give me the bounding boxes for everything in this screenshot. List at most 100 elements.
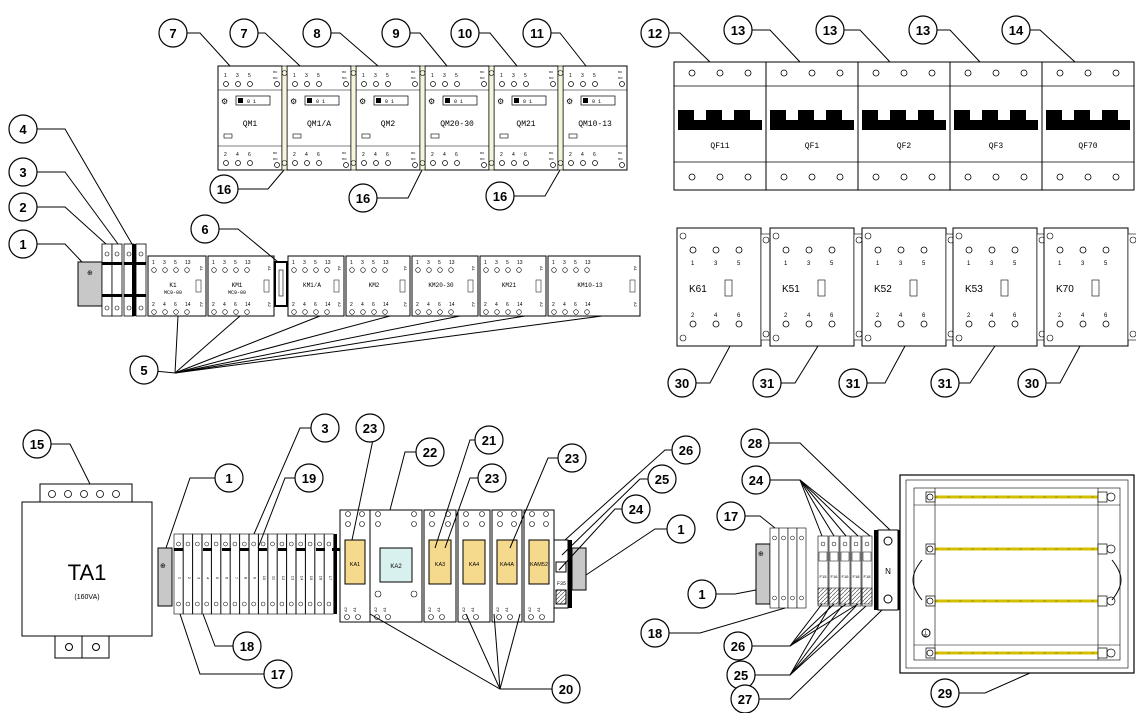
svg-text:0 1: 0 1 — [316, 99, 325, 105]
svg-text:31: 31 — [760, 376, 774, 391]
svg-text:nc: nc — [273, 69, 277, 74]
svg-text:31: 31 — [846, 376, 860, 391]
svg-text:7: 7 — [234, 577, 239, 580]
svg-text:6: 6 — [830, 313, 834, 319]
svg-text:6: 6 — [1104, 313, 1108, 319]
svg-text:29: 29 — [938, 686, 952, 701]
end-clamp-left — [77, 261, 103, 307]
svg-text:⏚: ⏚ — [922, 630, 929, 638]
svg-text:A1: A1 — [267, 266, 272, 272]
callout-31: 31 — [930, 368, 960, 398]
svg-text:5: 5 — [314, 260, 317, 266]
svg-text:A1: A1 — [470, 606, 475, 612]
svg-text:25: 25 — [655, 472, 669, 487]
callout-16: 16 — [209, 174, 239, 204]
svg-text:2: 2 — [500, 152, 503, 158]
callout-26: 26 — [671, 435, 701, 465]
svg-text:1: 1 — [500, 73, 503, 79]
svg-text:15: 15 — [30, 437, 44, 452]
svg-text:1: 1 — [552, 260, 555, 266]
svg-text:14: 14 — [585, 302, 591, 308]
svg-text:6: 6 — [314, 302, 317, 308]
callout-16: 16 — [348, 183, 378, 213]
svg-text:KA3: KA3 — [435, 562, 445, 568]
svg-text:4: 4 — [495, 302, 498, 308]
svg-text:no: no — [618, 75, 623, 80]
svg-text:2: 2 — [784, 313, 788, 319]
svg-text:5: 5 — [174, 260, 177, 266]
svg-text:no: no — [480, 75, 485, 80]
svg-text:14: 14 — [383, 302, 389, 308]
callout-2: 2 — [8, 192, 38, 222]
svg-text:11: 11 — [272, 576, 277, 581]
svg-text:6: 6 — [386, 152, 389, 158]
svg-text:1: 1 — [350, 260, 353, 266]
callout-1: 1 — [666, 514, 696, 544]
svg-text:6: 6 — [506, 302, 509, 308]
callout-3: 3 — [8, 157, 38, 187]
svg-text:2: 2 — [19, 200, 26, 215]
svg-text:4: 4 — [443, 152, 446, 158]
svg-text:no: no — [411, 156, 416, 161]
svg-text:KAM52: KAM52 — [530, 562, 548, 568]
callout-25: 25 — [726, 660, 756, 690]
svg-text:4: 4 — [714, 313, 718, 319]
callout-23: 23 — [557, 443, 587, 473]
callout-1: 1 — [687, 579, 717, 609]
svg-text:7: 7 — [169, 26, 176, 41]
svg-text:4: 4 — [990, 313, 994, 319]
svg-text:A2: A2 — [373, 606, 378, 612]
svg-text:5: 5 — [593, 73, 596, 79]
svg-text:QF2: QF2 — [897, 142, 912, 151]
svg-text:A1: A1 — [539, 266, 544, 272]
svg-text:3: 3 — [990, 261, 994, 267]
svg-text:3: 3 — [223, 260, 226, 266]
svg-text:9: 9 — [392, 26, 399, 41]
svg-text:A1: A1 — [352, 606, 357, 612]
svg-text:4: 4 — [1081, 313, 1085, 319]
svg-text:2: 2 — [212, 302, 215, 308]
svg-text:A2: A2 — [495, 606, 500, 612]
svg-text:2: 2 — [691, 313, 695, 319]
end-clamp-right — [571, 547, 587, 591]
qf-breaker: QF1 — [765, 61, 859, 191]
svg-text:5: 5 — [140, 363, 147, 378]
svg-text:2: 2 — [569, 152, 572, 158]
svg-text:6: 6 — [317, 152, 320, 158]
svg-text:3: 3 — [495, 260, 498, 266]
svg-text:QM2: QM2 — [381, 120, 396, 129]
svg-text:6: 6 — [524, 152, 527, 158]
svg-text:A1: A1 — [382, 606, 387, 612]
svg-text:13: 13 — [383, 260, 389, 266]
svg-text:A2: A2 — [539, 302, 544, 308]
svg-text:QM1/A: QM1/A — [307, 120, 331, 129]
svg-text:K70: K70 — [1056, 284, 1074, 295]
svg-text:24: 24 — [629, 502, 644, 517]
svg-text:2: 2 — [224, 152, 227, 158]
svg-text:0 1: 0 1 — [523, 99, 532, 105]
svg-text:16: 16 — [217, 182, 231, 197]
svg-text:nc: nc — [273, 150, 277, 155]
svg-text:10: 10 — [458, 26, 472, 41]
svg-text:QM1: QM1 — [243, 120, 258, 129]
svg-text:3: 3 — [361, 260, 364, 266]
svg-text:F15: F15 — [820, 574, 828, 579]
svg-text:16: 16 — [356, 191, 370, 206]
svg-text:nc: nc — [549, 69, 553, 74]
svg-text:0 1: 0 1 — [247, 99, 256, 105]
svg-text:23: 23 — [363, 421, 377, 436]
svg-text:4: 4 — [305, 152, 308, 158]
svg-text:1: 1 — [784, 261, 788, 267]
svg-text:2: 2 — [967, 313, 971, 319]
svg-text:23: 23 — [485, 471, 499, 486]
svg-text:17: 17 — [724, 509, 738, 524]
svg-text:1: 1 — [431, 73, 434, 79]
svg-text:nc: nc — [549, 150, 553, 155]
svg-text:1: 1 — [416, 260, 419, 266]
transformer-name: TA1 — [68, 560, 107, 585]
svg-text:4: 4 — [223, 302, 226, 308]
